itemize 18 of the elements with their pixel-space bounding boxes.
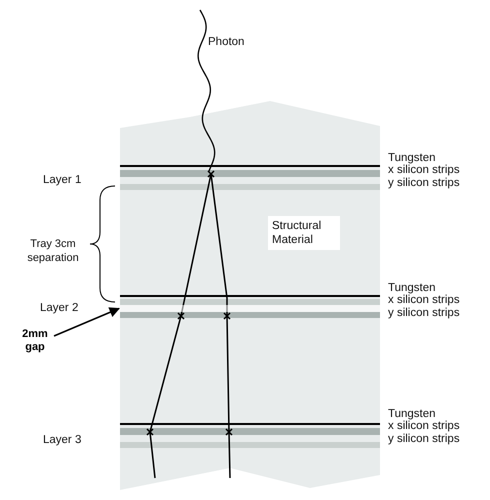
part-label: x silicon strips: [388, 164, 460, 176]
part-label: x silicon strips: [388, 420, 460, 432]
part-label: Layer 3: [43, 434, 82, 446]
part-label: y silicon strips: [388, 177, 460, 189]
material-label: Structural Material: [268, 216, 340, 250]
part-label: Layer 2: [40, 302, 78, 314]
part-label: Layer 1: [43, 174, 82, 186]
part-label: Tray 3cm separation: [26, 237, 80, 265]
part-label: Tungsten: [388, 408, 436, 420]
gap-label: 2mm gap: [16, 328, 54, 356]
gap-region: [120, 305, 380, 312]
part-label: y silicon strips: [388, 307, 460, 319]
part-label: Tungsten: [388, 282, 436, 294]
part-label: y silicon strips: [388, 433, 460, 445]
part-label: Photon: [208, 36, 244, 48]
part-label: Tungsten: [388, 152, 436, 164]
part-label: x silicon strips: [388, 294, 460, 306]
leader-arrow: [54, 307, 120, 337]
